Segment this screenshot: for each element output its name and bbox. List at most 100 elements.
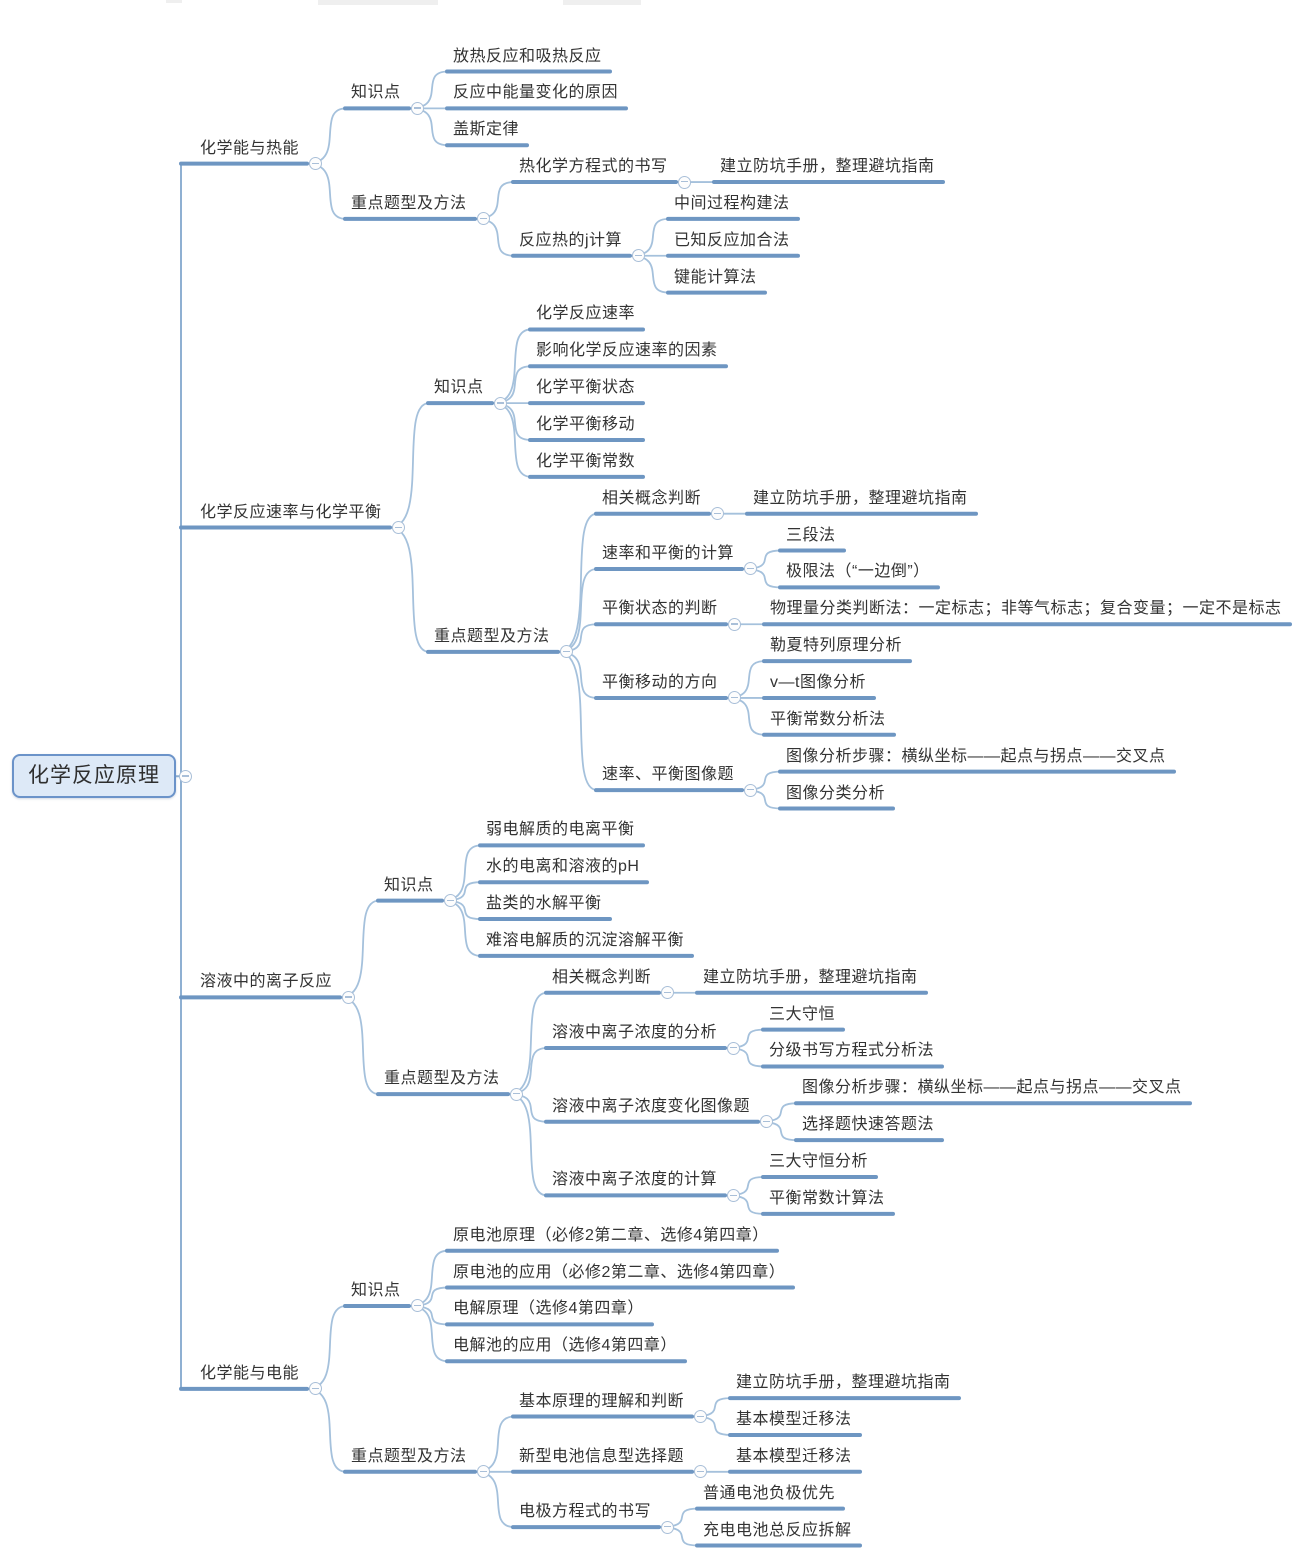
branch-topic[interactable]: 速率、平衡图像题: [602, 766, 735, 784]
branch-topic[interactable]: 热化学方程式的书写: [519, 158, 668, 176]
collapse-icon[interactable]: [411, 101, 424, 115]
leaf-topic[interactable]: 图像分析步骤：横纵坐标——起点与拐点——交叉点: [786, 747, 1166, 765]
collapse-icon[interactable]: [661, 986, 674, 1000]
leaf-topic[interactable]: 平衡常数分析法: [770, 710, 886, 728]
leaf-topic[interactable]: 化学平衡常数: [536, 452, 636, 470]
leaf-topic[interactable]: 三大守恒分析: [769, 1153, 869, 1170]
leaf-topic[interactable]: 极限法（“一边倒”）: [786, 563, 930, 581]
leaf-topic[interactable]: 化学平衡移动: [536, 416, 636, 433]
collapse-icon[interactable]: [560, 645, 573, 659]
collapse-icon[interactable]: [477, 1465, 490, 1479]
collapse-icon[interactable]: [744, 562, 757, 576]
collapse-icon[interactable]: [494, 396, 507, 410]
leaf-topic[interactable]: 建立防坑手册，整理避坑指南: [703, 968, 918, 986]
leaf-topic[interactable]: 物理量分类判断法：一定标志；非等气标志；复合变量；一定不是标志: [770, 600, 1282, 618]
branch-topic[interactable]: 重点题型及方法: [351, 1447, 467, 1465]
leaf-topic[interactable]: 选择题快速答题法: [802, 1116, 935, 1134]
branch-topic[interactable]: 基本原理的理解和判断: [519, 1392, 685, 1410]
collapse-icon[interactable]: [411, 1299, 424, 1313]
leaf-topic[interactable]: 普通电池负极优先: [703, 1484, 836, 1502]
branch-topic[interactable]: 电极方程式的书写: [519, 1503, 652, 1521]
collapse-icon[interactable]: [444, 894, 457, 908]
clipped-edge-artifact: [563, 0, 641, 5]
branch-topic[interactable]: 重点题型及方法: [351, 194, 467, 212]
collapse-icon[interactable]: [760, 1115, 773, 1129]
collapse-icon[interactable]: [632, 249, 645, 263]
leaf-topic[interactable]: 基本模型迁移法: [736, 1447, 852, 1465]
leaf-topic[interactable]: 弱电解质的电离平衡: [486, 821, 635, 839]
branch-topic[interactable]: 新型电池信息型选择题: [519, 1447, 685, 1465]
leaf-topic[interactable]: v—t图像分析: [770, 673, 866, 691]
collapse-icon[interactable]: [728, 691, 741, 705]
collapse-icon[interactable]: [477, 212, 490, 226]
leaf-topic[interactable]: 放热反应和吸热反应: [453, 47, 602, 65]
leaf-topic[interactable]: 已知反应加合法: [674, 231, 790, 249]
leaf-topic[interactable]: 分级书写方程式分析法: [769, 1042, 935, 1060]
branch-topic[interactable]: 相关概念判断: [552, 968, 652, 986]
collapse-icon[interactable]: [392, 521, 405, 535]
collapse-icon[interactable]: [727, 1188, 740, 1202]
branch-topic[interactable]: 平衡移动的方向: [602, 673, 718, 691]
collapse-icon[interactable]: [309, 1382, 322, 1396]
collapse-icon[interactable]: [678, 175, 691, 189]
leaf-topic[interactable]: 勒夏特列原理分析: [770, 637, 903, 655]
leaf-topic[interactable]: 电解原理（选修4第四章）: [453, 1300, 644, 1318]
branch-topic[interactable]: 溶液中的离子反应: [200, 973, 333, 991]
branch-topic[interactable]: 化学反应速率与化学平衡: [200, 503, 382, 521]
collapse-icon[interactable]: [309, 157, 322, 171]
branch-topic[interactable]: 平衡状态的判断: [602, 600, 718, 618]
collapse-icon[interactable]: [694, 1465, 707, 1479]
branch-topic[interactable]: 化学能与热能: [200, 139, 300, 157]
leaf-topic[interactable]: 水的电离和溶液的pH: [486, 858, 640, 876]
branch-curve: [507, 991, 548, 1095]
branch-topic[interactable]: 知识点: [384, 876, 434, 894]
branch-topic[interactable]: 知识点: [351, 1281, 401, 1299]
branch-curve: [306, 1387, 347, 1473]
leaf-topic[interactable]: 盐类的水解平衡: [486, 895, 602, 913]
leaf-topic[interactable]: 建立防坑手册，整理避坑指南: [753, 489, 968, 507]
root-topic[interactable]: 化学反应原理: [12, 754, 176, 799]
collapse-icon[interactable]: [179, 769, 192, 783]
leaf-topic[interactable]: 键能计算法: [674, 268, 757, 286]
leaf-topic[interactable]: 平衡常数计算法: [769, 1189, 885, 1207]
collapse-icon[interactable]: [728, 617, 741, 631]
leaf-topic[interactable]: 建立防坑手册，整理避坑指南: [736, 1374, 951, 1392]
branch-topic[interactable]: 化学能与电能: [200, 1364, 300, 1382]
leaf-topic[interactable]: 图像分类分析: [786, 784, 886, 802]
leaf-topic[interactable]: 原电池原理（必修2第二章、选修4第四章）: [453, 1226, 769, 1244]
leaf-topic[interactable]: 影响化学反应速率的因素: [536, 342, 718, 360]
collapse-icon[interactable]: [694, 1410, 707, 1424]
collapse-icon[interactable]: [727, 1041, 740, 1055]
leaf-topic[interactable]: 图像分析步骤：横纵坐标——起点与拐点——交叉点: [802, 1079, 1182, 1097]
leaf-topic[interactable]: 基本模型迁移法: [736, 1410, 852, 1428]
collapse-icon[interactable]: [711, 507, 724, 521]
leaf-topic[interactable]: 原电池的应用（必修2第二章、选修4第四章）: [453, 1263, 786, 1281]
branch-topic[interactable]: 重点题型及方法: [434, 627, 550, 645]
leaf-topic[interactable]: 反应中能量变化的原因: [453, 84, 619, 102]
branch-topic[interactable]: 反应热的j计算: [519, 231, 623, 249]
branch-topic[interactable]: 溶液中离子浓度的分析: [552, 1024, 718, 1042]
branch-topic[interactable]: 重点题型及方法: [384, 1070, 500, 1088]
leaf-topic[interactable]: 充电电池总反应拆解: [703, 1521, 852, 1539]
leaf-topic[interactable]: 三段法: [786, 526, 836, 544]
leaf-topic[interactable]: 电解池的应用（选修4第四章）: [453, 1337, 677, 1355]
leaf-topic[interactable]: 难溶电解质的沉淀溶解平衡: [486, 931, 685, 949]
branch-topic[interactable]: 溶液中离子浓度变化图像题: [552, 1097, 751, 1115]
leaf-topic[interactable]: 中间过程构建法: [674, 194, 790, 212]
leaf-topic[interactable]: 三大守恒: [769, 1005, 836, 1023]
branch-topic[interactable]: 溶液中离子浓度的计算: [552, 1171, 718, 1189]
collapse-icon[interactable]: [342, 990, 355, 1004]
leaf-topic[interactable]: 建立防坑手册，整理避坑指南: [720, 158, 935, 176]
branch-topic[interactable]: 知识点: [351, 84, 401, 102]
collapse-icon[interactable]: [661, 1520, 674, 1534]
leaf-topic[interactable]: 化学平衡状态: [536, 379, 636, 397]
branch-topic[interactable]: 速率和平衡的计算: [602, 544, 735, 562]
branch-topic[interactable]: 知识点: [434, 379, 484, 397]
leaf-topic[interactable]: 化学反应速率: [536, 305, 636, 323]
collapse-icon[interactable]: [744, 783, 757, 797]
branch-topic[interactable]: 相关概念判断: [602, 489, 702, 507]
collapse-icon[interactable]: [510, 1087, 523, 1101]
leaf-topic[interactable]: 盖斯定律: [453, 121, 520, 139]
branch-curve: [408, 1249, 449, 1307]
